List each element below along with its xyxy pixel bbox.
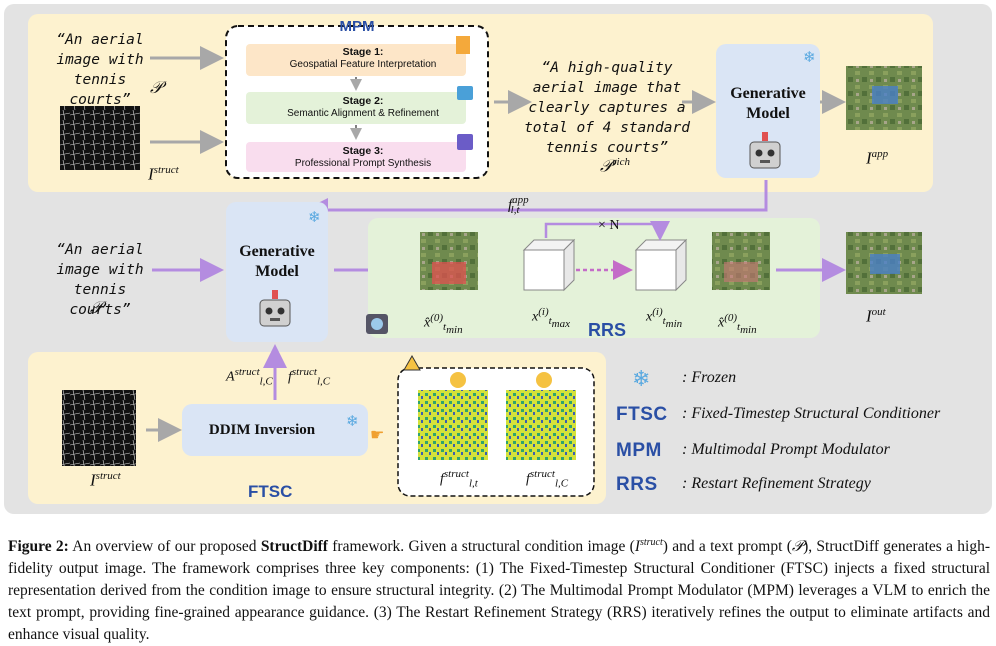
structure-image-bottom [62, 390, 136, 466]
stage2-desc: Semantic Alignment & Refinement [287, 108, 439, 119]
symbol-x-tmin: x(i)tmin [646, 306, 683, 331]
heatmap-lt [418, 390, 488, 460]
legend-rrs-key: RRS [616, 474, 658, 495]
symbol-a-struct: Astructl,C [226, 366, 273, 388]
legend-rrs-text: : Restart Refinement Strategy [682, 475, 871, 492]
monitor-icon [457, 86, 473, 100]
caption-part4: ), StructDiff generates a high-fidelity … [8, 538, 990, 644]
symbol-p-top: 𝒫 [150, 78, 163, 97]
legend-mpm-text: : Multimodal Prompt Modulator [682, 441, 890, 458]
rich-prompt-line4: total of 4 standard [524, 120, 690, 136]
stage3-box [246, 142, 466, 172]
stage3-title: Stage 3: [342, 145, 384, 157]
latent-cube-tmin [634, 238, 688, 292]
stage3-desc: Professional Prompt Synthesis [294, 158, 432, 169]
rrs-panel [368, 218, 820, 338]
caption-name: StructDiff [260, 538, 328, 556]
generative-model-mid-label: Generative Model [239, 243, 315, 280]
figure-caption: Figure 2: An overview of our proposed St… [8, 532, 990, 646]
generative-model-top-box [716, 44, 820, 178]
symbol-p-mid: 𝒫 [90, 298, 103, 317]
stage3: Stage 3:Professional Prompt Synthesis [248, 145, 478, 170]
stage1-box [246, 44, 466, 76]
stage2: Stage 2:Semantic Alignment & Refinement [248, 95, 478, 120]
symbol-f-struct-lt: fstructl,t [440, 468, 478, 490]
clipboard-icon [457, 134, 473, 150]
symbol-xhat-tmin: x̂(0)tmin [424, 312, 463, 337]
rrs-label: RRS [588, 320, 627, 340]
washing-machine-icon [366, 314, 388, 334]
times-n-label: × N [598, 218, 620, 233]
caption-i-struct: Istruct [634, 537, 663, 556]
snowflake-icon-ddim: ❄ [346, 414, 359, 430]
caption-fig-label: Figure 2: [8, 538, 69, 556]
symbol-i-struct-top: Istruct [148, 164, 179, 184]
stage2-title: Stage 2: [342, 95, 384, 107]
stage1-title: Stage 1: [342, 46, 384, 58]
caption-p-symbol: 𝒫 [791, 538, 804, 556]
framework-diagram: ❄ ❄ ❄ ☛ [4, 4, 992, 514]
rich-prompt-line3: clearly captures a [528, 100, 686, 116]
symbol-f-app: fappl,t [508, 194, 529, 216]
mpm-title: MPM [339, 18, 375, 35]
sad-face-icon [450, 372, 466, 388]
ddim-box [182, 404, 368, 456]
caption-part1: An overview of our proposed [68, 538, 261, 556]
stage1-desc: Geospatial Feature Interpretation [289, 59, 437, 70]
warning-icon [403, 354, 421, 371]
caption-part3: ) and a text prompt ( [662, 538, 792, 556]
snowflake-icon-mid: ❄ [308, 210, 321, 226]
latent-cube-tmax [522, 238, 576, 292]
happy-face-icon [536, 372, 552, 388]
prompt-mid-line2: image with [56, 262, 144, 278]
generative-model-mid-box [226, 202, 328, 342]
rich-prompt: “A high-quality aerial image that clearl… [522, 58, 692, 158]
symbol-xhat-tmin-refined: x̂(0)tmin [718, 312, 757, 337]
prompt-top: “An aerial image with tennis courts” [40, 30, 160, 110]
ddim-label: DDIM Inversion [208, 422, 316, 438]
structure-image-top [60, 106, 140, 170]
symbol-p-rich: 𝒫rich [600, 156, 630, 176]
rich-prompt-line5: tennis courts” [545, 140, 669, 156]
legend-frozen-text: : Frozen [682, 369, 737, 386]
pointing-hand-icon: ☛ [370, 427, 384, 444]
symbol-f-struct-lc: fstructl,C [526, 468, 569, 490]
symbol-i-struct-bottom: Istruct [90, 470, 121, 490]
legend-ftsc-key: FTSC [616, 404, 668, 425]
legend-ftsc-text: : Fixed-Timestep Structural Conditioner [682, 405, 941, 422]
symbol-f-struct: fstructl,C [288, 366, 331, 388]
legend-mpm-key: MPM [616, 440, 662, 461]
prompt-top-line2: image with [56, 52, 144, 68]
prompt-top-line1: “An aerial [56, 32, 144, 48]
robot-icon-mid [259, 290, 291, 327]
snowflake-icon-top: ❄ [803, 50, 816, 66]
symbol-x-tmax: x(i)tmax [532, 306, 570, 331]
heatmap-lc [506, 390, 576, 460]
symbol-i-app: Iapp [866, 148, 889, 168]
prompt-mid: “An aerial image with tennis courts” [40, 240, 160, 320]
prompt-mid-line1: “An aerial [56, 242, 144, 258]
generative-model-top-label: Generative Model [730, 85, 806, 122]
ftsc-label: FTSC [248, 482, 293, 501]
stage2-box [246, 92, 466, 124]
rich-prompt-line1: “A high-quality [541, 60, 673, 76]
caption-part2: framework. Given a structural condition … [327, 538, 635, 556]
robot-icon-top [749, 132, 781, 169]
stage1: Stage 1:Geospatial Feature Interpretatio… [248, 46, 478, 71]
symbol-i-out: Iout [866, 306, 886, 326]
snowflake-icon-legend: ❄ [632, 366, 650, 391]
rich-prompt-line2: aerial image that [532, 80, 682, 96]
scroll-icon [456, 36, 470, 54]
prompt-top-line3: tennis courts” [69, 72, 131, 108]
prompt-mid-line3: tennis courts” [69, 282, 131, 318]
